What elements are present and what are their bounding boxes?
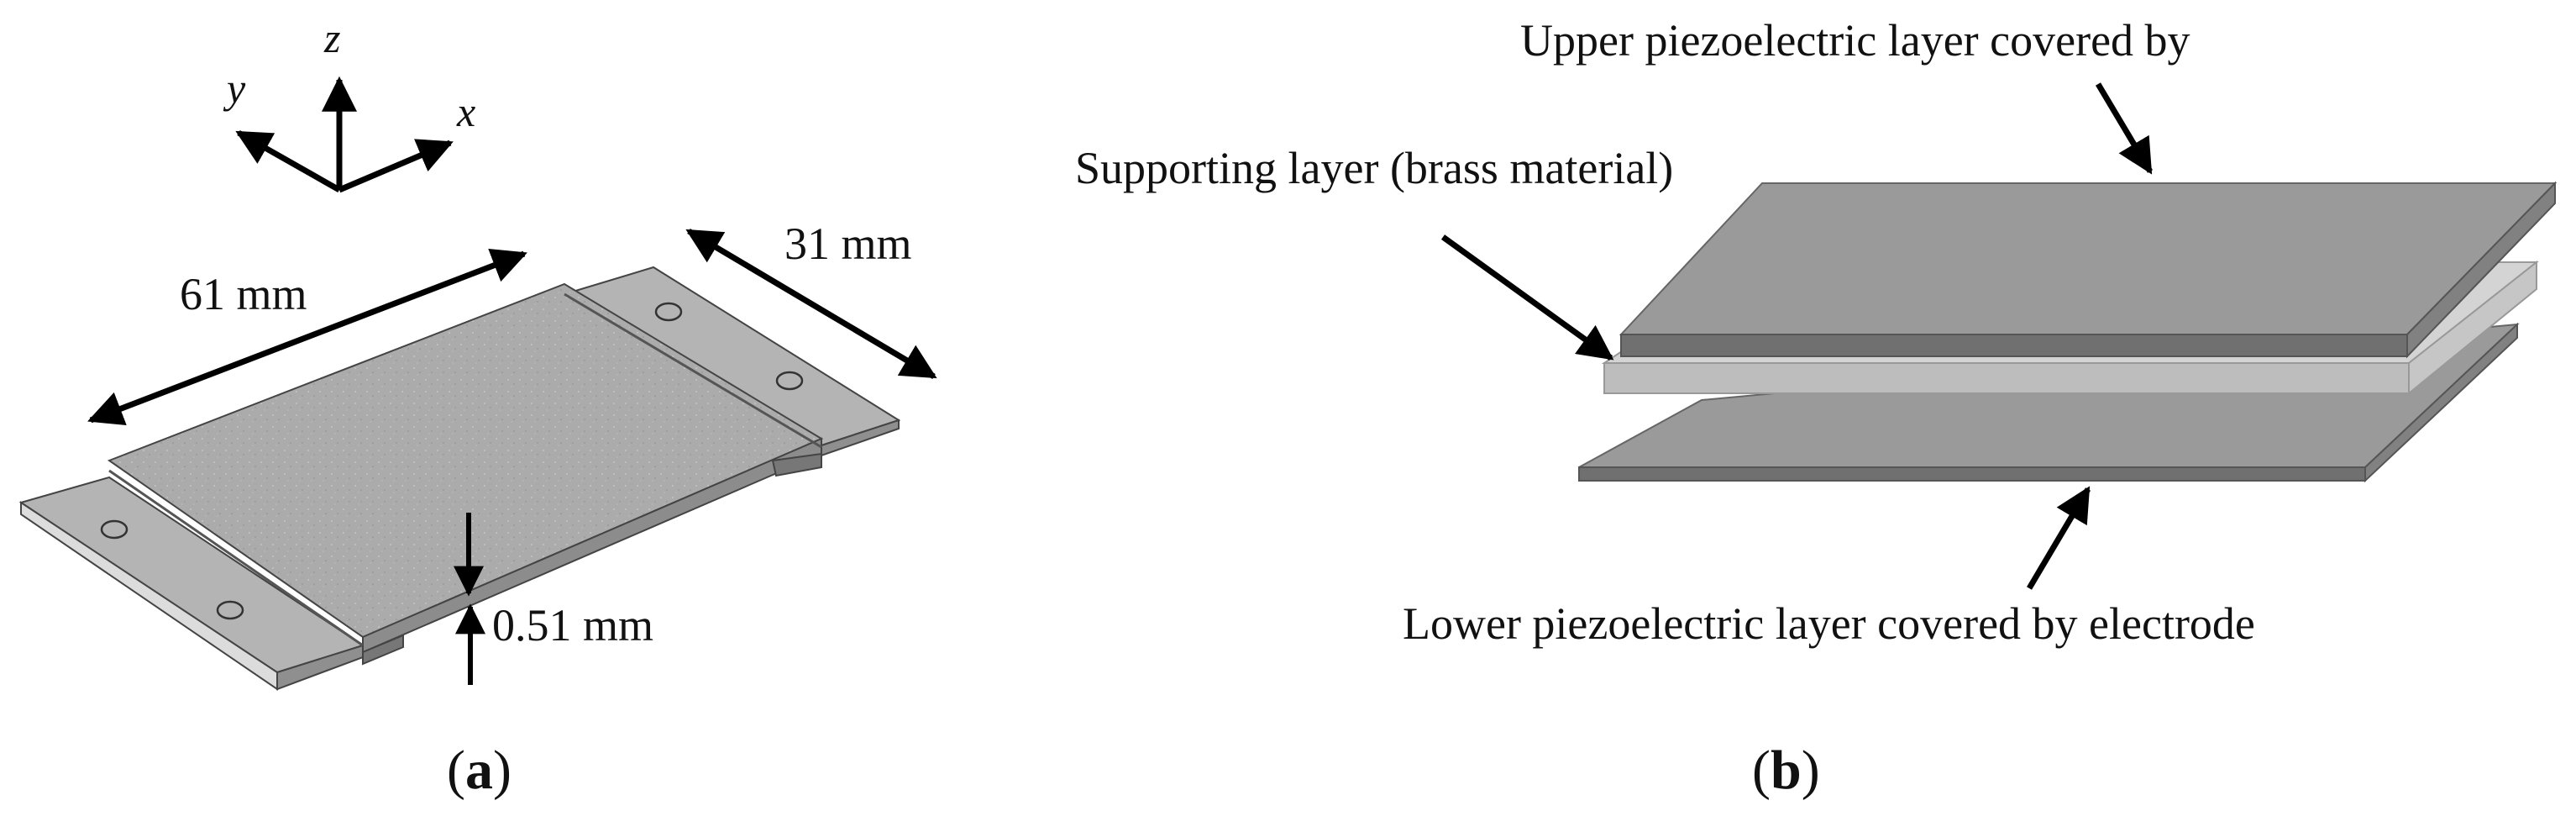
z-axis-label: z [323,14,340,61]
upper-piezo-side [2406,181,2556,359]
brass-side [2408,260,2537,396]
electrode-seam-left [108,469,364,647]
y-axis-arrow [235,129,341,193]
right-notch [771,452,822,477]
left-notch [362,634,404,666]
lower-layer-pointer [2026,486,2091,590]
mounting-hole [654,302,683,322]
upper-layer-pointer [2095,82,2154,175]
y-axis-label: y [223,65,246,112]
length-dimension-arrow [87,248,527,426]
panel-b: Upper piezoelectric layer covered by Sup… [1075,15,2558,801]
upper-layer-label: Upper piezoelectric layer covered by [1520,15,2190,66]
supporting-layer-pointer [1440,234,1614,361]
upper-piezo-top [1619,182,2558,335]
x-axis-label: x [456,88,475,135]
upper-piezo-front [1620,334,2408,357]
thickness-label: 0.51 mm [492,600,653,650]
mounting-hole [775,371,804,391]
supporting-layer-label: Supporting layer (brass material) [1075,143,1673,193]
panel-b-caption: (b) [1752,740,1820,801]
x-axis-arrow [338,139,454,193]
panel-a-caption: (a) [447,740,512,801]
lower-piezo-front [1578,466,2366,482]
brass-front [1603,362,2410,394]
mounting-hole [100,519,129,540]
length-label: 61 mm [180,269,307,319]
lower-piezo-side [2364,322,2518,483]
width-dimension-arrow [685,228,937,380]
width-label: 31 mm [784,219,912,269]
panel-a: z y x [18,14,937,801]
cantilever-plate [18,266,901,691]
mounting-hole [216,600,244,620]
coordinate-axes: z y x [223,14,475,193]
upper-piezo-layer [1619,181,2558,359]
lower-layer-label: Lower piezoelectric layer covered by ele… [1403,598,2255,649]
